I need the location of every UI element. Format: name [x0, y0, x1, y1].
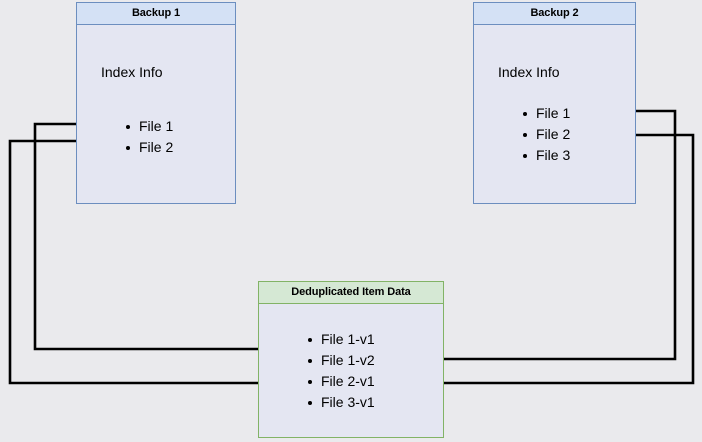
- list-item[interactable]: File 1: [125, 116, 173, 137]
- node-backup-2[interactable]: Backup 2 Index Info File 1 File 2 File 3: [473, 2, 636, 204]
- list-item[interactable]: File 3: [522, 145, 570, 166]
- node-deduplicated-item-data[interactable]: Deduplicated Item Data File 1-v1 File 1-…: [258, 281, 444, 438]
- list-item[interactable]: File 2: [522, 124, 570, 145]
- backup-1-index-label: Index Info: [101, 64, 163, 80]
- node-backup-1-title: Backup 1: [77, 3, 235, 25]
- list-item[interactable]: File 1-v2: [307, 350, 375, 371]
- list-item[interactable]: File 2-v1: [307, 371, 375, 392]
- list-item[interactable]: File 3-v1: [307, 392, 375, 413]
- node-backup-2-title: Backup 2: [474, 3, 635, 25]
- backup-2-index-label: Index Info: [498, 64, 560, 80]
- node-deduplicated-title: Deduplicated Item Data: [259, 282, 443, 304]
- list-item[interactable]: File 2: [125, 137, 173, 158]
- node-backup-1[interactable]: Backup 1 Index Info File 1 File 2: [76, 2, 236, 204]
- backup-1-file-list: File 1 File 2: [125, 116, 173, 158]
- deduplicated-file-list: File 1-v1 File 1-v2 File 2-v1 File 3-v1: [307, 329, 375, 413]
- backup-2-file-list: File 1 File 2 File 3: [522, 103, 570, 166]
- node-backup-2-body: Index Info File 1 File 2 File 3: [474, 25, 635, 204]
- list-item[interactable]: File 1-v1: [307, 329, 375, 350]
- node-deduplicated-body: File 1-v1 File 1-v2 File 2-v1 File 3-v1: [259, 304, 443, 438]
- node-backup-1-body: Index Info File 1 File 2: [77, 25, 235, 204]
- list-item[interactable]: File 1: [522, 103, 570, 124]
